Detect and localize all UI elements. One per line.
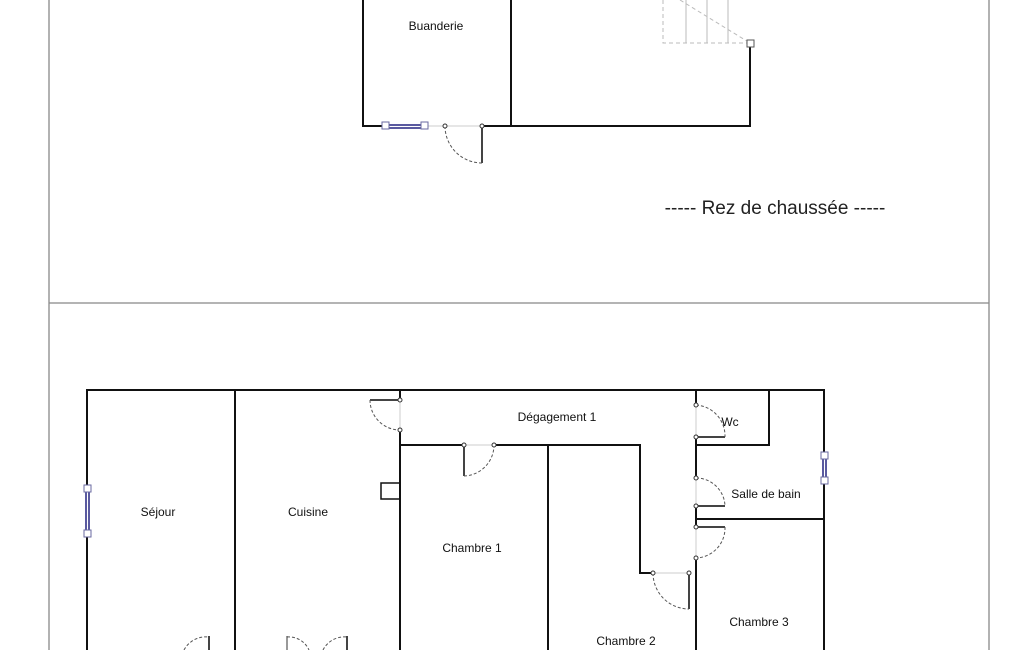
level-title: ----- Rez de chaussée ----- (665, 198, 886, 219)
room-label-sejour: Séjour (141, 505, 176, 519)
lower-plan: Séjour Cuisine Dégagement 1 Wc Salle de … (83, 389, 829, 650)
room-label-chambre-1: Chambre 1 (442, 541, 502, 555)
upper-plan: Buanderie ----- Rez de chaussée ----- (362, 0, 886, 219)
room-label-salle-de-bain: Salle de bain (731, 487, 800, 501)
room-label-buanderie: Buanderie (409, 19, 464, 33)
room-label-wc: Wc (721, 415, 738, 429)
window (83, 484, 92, 538)
sheet-frame (48, 0, 990, 650)
room-label-chambre-2: Chambre 2 (596, 634, 656, 648)
room-label-cuisine: Cuisine (288, 505, 328, 519)
stairs (662, 0, 755, 48)
doors (183, 397, 726, 650)
room-label-chambre-3: Chambre 3 (729, 615, 789, 629)
room-label-degagement: Dégagement 1 (518, 410, 597, 424)
door (442, 123, 485, 164)
window (381, 121, 429, 130)
window (820, 451, 829, 485)
